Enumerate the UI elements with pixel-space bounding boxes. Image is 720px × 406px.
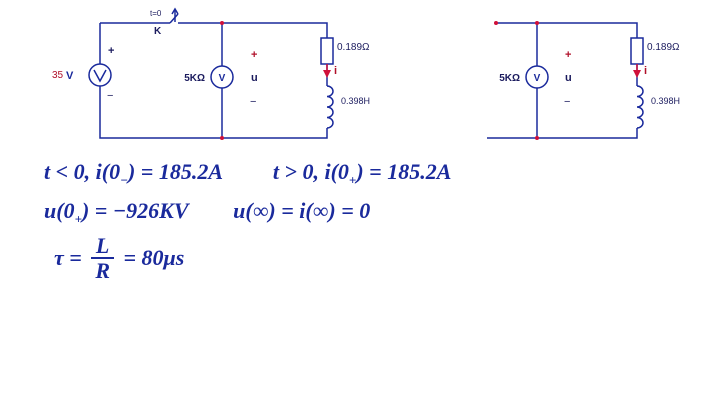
equation-line-1: t < 0, i(0−) = 185.2A t > 0, i(0+) = 185… <box>44 159 452 188</box>
u-plus: + <box>251 49 257 61</box>
equation-line-3: τ = L R = 80μs <box>54 234 184 282</box>
current-arrow-icon <box>633 70 641 78</box>
equation-fraction: L R <box>91 234 114 282</box>
voltage-source-icon <box>88 63 112 87</box>
node-dot <box>535 21 539 25</box>
equation-u-final: u(∞) = i(∞) = 0 <box>233 198 371 223</box>
equation-tau-lhs: τ = <box>54 245 82 271</box>
left-circuit: t=0 K 35 V + − V 5KΩ + u − 0.189Ω i 0.39… <box>52 7 370 140</box>
u-label: u <box>565 72 572 84</box>
current-label: i <box>644 65 647 77</box>
u-minus: − <box>250 96 256 108</box>
node-dot <box>220 136 224 140</box>
circuit-diagrams: t=0 K 35 V + − V 5KΩ + u − 0.189Ω i 0.39… <box>52 7 680 140</box>
equation-t-before: t < 0, i(0−) = 185.2A <box>44 159 222 188</box>
source-minus: − <box>107 90 113 102</box>
right-circuit: V 5KΩ + u − 0.189Ω i 0.398H <box>487 21 680 140</box>
voltage-source-arrow <box>93 69 107 83</box>
voltmeter-icon <box>210 65 234 89</box>
resistor-value: 0.189Ω <box>337 42 370 53</box>
equation-line-2: u(0+) = −926KV u(∞) = i(∞) = 0 <box>44 198 371 227</box>
terminal-dot <box>494 21 498 25</box>
resistor-icon <box>320 37 334 65</box>
equation-tau-rhs: = 80μs <box>123 245 185 271</box>
u-label: u <box>251 72 258 84</box>
current-label: i <box>334 65 337 77</box>
node-dot <box>535 136 539 140</box>
fraction-denominator: R <box>95 258 110 284</box>
resistor-icon <box>630 37 644 65</box>
u-plus: + <box>565 49 571 61</box>
source-value: 35 <box>52 70 64 81</box>
switch-time-label: t=0 <box>150 9 162 18</box>
inductor-icon <box>636 85 644 129</box>
current-arrow-icon <box>323 70 331 78</box>
u-minus: − <box>564 96 570 108</box>
source-plus: + <box>108 45 114 57</box>
voltmeter-resistance: 5KΩ <box>184 73 205 84</box>
fraction-numerator: L <box>91 234 114 260</box>
inductor-value: 0.398H <box>341 96 370 106</box>
inductor-value: 0.398H <box>651 96 680 106</box>
voltmeter-symbol: V <box>534 73 541 84</box>
equation-u-initial: u(0+) = −926KV <box>44 198 189 227</box>
source-symbol: V <box>66 70 74 82</box>
node-dot <box>220 21 224 25</box>
voltmeter-symbol: V <box>219 73 226 84</box>
inductor-icon <box>326 85 334 129</box>
equation-t-after: t > 0, i(0+) = 185.2A <box>272 159 452 188</box>
voltmeter-icon <box>525 65 549 89</box>
voltmeter-resistance: 5KΩ <box>499 73 520 84</box>
switch-k <box>169 7 179 24</box>
switch-label: K <box>154 26 162 37</box>
resistor-value: 0.189Ω <box>647 42 680 53</box>
